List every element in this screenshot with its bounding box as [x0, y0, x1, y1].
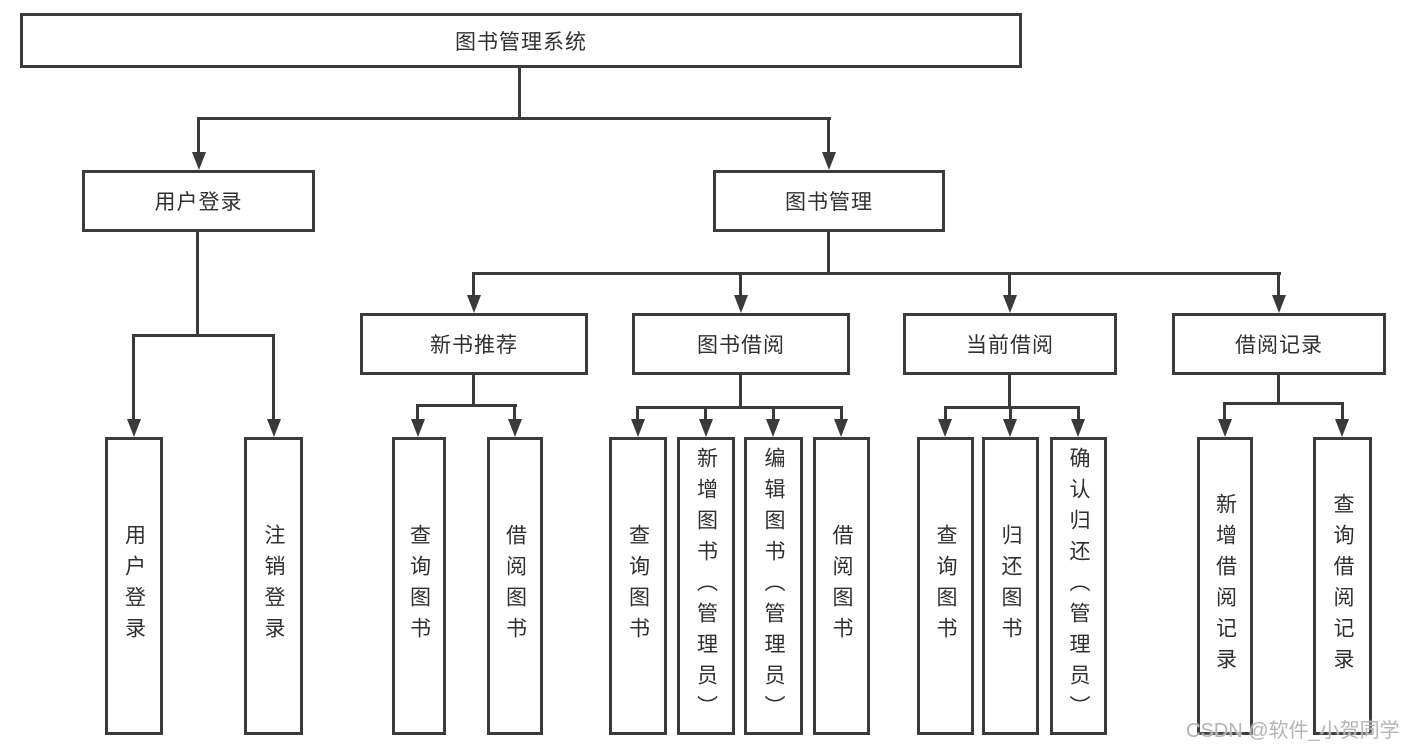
connector — [472, 373, 475, 407]
connector — [518, 66, 521, 119]
leaf-return-book: 归还图书 — [982, 437, 1039, 735]
arrow-down-icon — [699, 419, 713, 437]
arrow-down-icon — [938, 419, 952, 437]
connector — [704, 406, 707, 421]
arrow-down-icon — [766, 419, 780, 437]
arrow-down-icon — [1335, 419, 1349, 437]
leaf-confirm-return-admin-label: 确认归还（管理员） — [1067, 446, 1090, 726]
connector — [472, 272, 1281, 275]
connector — [944, 406, 1080, 409]
arrow-down-icon — [822, 152, 836, 170]
arrow-down-icon — [1003, 295, 1017, 313]
leaf-user-login-label: 用户登录 — [122, 524, 146, 648]
leaf-return-book-label: 归还图书 — [999, 524, 1022, 648]
leaf-query-books-recommend-label: 查询图书 — [407, 524, 431, 648]
node-book-borrowing: 图书借阅 — [632, 313, 850, 375]
connector — [197, 117, 831, 120]
connector — [472, 272, 475, 297]
connector — [416, 404, 517, 407]
leaf-add-borrow-record-label: 新增借阅记录 — [1213, 493, 1237, 679]
connector — [272, 334, 275, 421]
leaf-edit-book-admin: 编辑图书（管理员） — [744, 437, 803, 735]
leaf-query-borrow-record: 查询借阅记录 — [1313, 437, 1372, 735]
leaf-edit-book-admin-label: 编辑图书（管理员） — [762, 446, 785, 726]
arrow-down-icon — [631, 419, 645, 437]
connector — [739, 373, 742, 409]
node-current-borrowing: 当前借阅 — [903, 313, 1117, 375]
csdn-watermark: CSDN @软件_小贺同学 — [1186, 720, 1400, 742]
arrow-down-icon — [734, 295, 748, 313]
connector — [1277, 272, 1280, 297]
connector — [132, 334, 135, 421]
leaf-query-books-current-label: 查询图书 — [934, 524, 957, 648]
connector — [1009, 406, 1012, 421]
arrow-down-icon — [467, 295, 481, 313]
leaf-add-book-admin-label: 新增图书（管理员） — [694, 446, 718, 726]
node-new-book-recommend: 新书推荐 — [360, 313, 588, 375]
arrow-down-icon — [834, 419, 848, 437]
connector — [197, 117, 200, 154]
leaf-add-borrow-record: 新增借阅记录 — [1197, 437, 1253, 735]
connector — [636, 406, 639, 421]
leaf-query-books-recommend: 查询图书 — [392, 437, 446, 735]
arrow-down-icon — [1071, 419, 1085, 437]
connector — [1077, 406, 1080, 421]
leaf-borrow-books-recommend-label: 借阅图书 — [503, 524, 527, 648]
connector — [1008, 373, 1011, 409]
connector — [196, 230, 199, 336]
leaf-user-login: 用户登录 — [105, 437, 163, 735]
node-user-login: 用户登录 — [82, 170, 315, 232]
arrow-down-icon — [127, 419, 141, 437]
connector — [944, 406, 947, 421]
leaf-query-books-borrowing-label: 查询图书 — [626, 524, 650, 648]
connector — [416, 404, 419, 421]
node-library-management-system: 图书管理系统 — [20, 13, 1022, 68]
arrow-down-icon — [1218, 419, 1232, 437]
leaf-query-borrow-record-label: 查询借阅记录 — [1331, 493, 1354, 679]
arrow-down-icon — [411, 419, 425, 437]
connector — [132, 334, 275, 337]
leaf-borrow-books-recommend: 借阅图书 — [487, 437, 543, 735]
leaf-logout: 注销登录 — [244, 437, 303, 735]
arrow-down-icon — [508, 419, 522, 437]
leaf-add-book-admin: 新增图书（管理员） — [677, 437, 735, 735]
connector — [1341, 402, 1344, 421]
leaf-borrow-books-borrowing-label: 借阅图书 — [830, 524, 853, 648]
connector — [739, 272, 742, 297]
connector — [772, 406, 775, 421]
leaf-query-books-current: 查询图书 — [917, 437, 974, 735]
connector — [1008, 272, 1011, 297]
connector — [513, 404, 516, 421]
connector — [1277, 373, 1280, 405]
connector — [636, 406, 843, 409]
arrow-down-icon — [1003, 419, 1017, 437]
arrow-down-icon — [1272, 295, 1286, 313]
leaf-borrow-books-borrowing: 借阅图书 — [813, 437, 870, 735]
connector — [840, 406, 843, 421]
connector — [1223, 402, 1226, 421]
connector — [827, 117, 830, 154]
leaf-logout-label: 注销登录 — [262, 524, 285, 648]
arrow-down-icon — [267, 419, 281, 437]
arrow-down-icon — [192, 152, 206, 170]
node-book-management: 图书管理 — [713, 170, 945, 232]
connector — [827, 230, 830, 275]
connector — [1223, 402, 1344, 405]
leaf-query-books-borrowing: 查询图书 — [609, 437, 667, 735]
node-borrowing-records: 借阅记录 — [1172, 313, 1386, 375]
leaf-confirm-return-admin: 确认归还（管理员） — [1050, 437, 1107, 735]
